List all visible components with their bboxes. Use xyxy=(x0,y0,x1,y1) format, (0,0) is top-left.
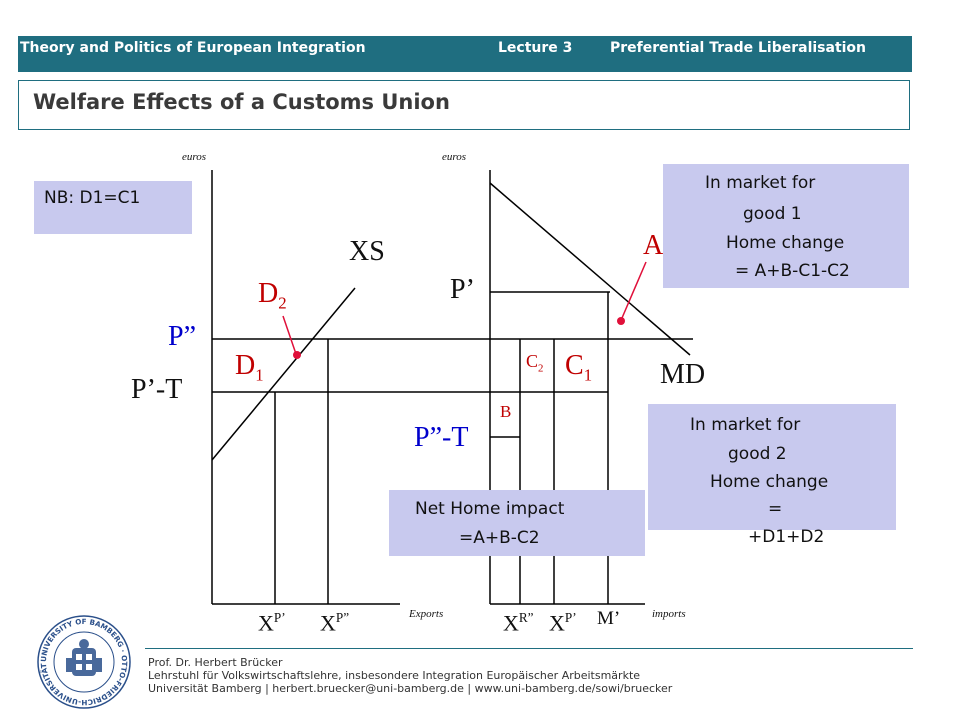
xp1-tick: XP’ xyxy=(258,610,286,636)
p2t-label: P”-T xyxy=(414,422,469,453)
header-lecture: Lecture 3 xyxy=(498,40,573,56)
header-topic: Preferential Trade Liberalisation xyxy=(610,40,867,56)
left-x-axis-label: Exports xyxy=(409,608,444,620)
a-pointer xyxy=(621,261,647,319)
footer: Prof. Dr. Herbert Brücker Lehrstuhl für … xyxy=(148,656,672,696)
footer-name: Prof. Dr. Herbert Brücker xyxy=(148,656,283,669)
md-curve xyxy=(489,182,691,356)
market2-line1: In market for xyxy=(690,415,801,435)
xp2-tick: XP” xyxy=(320,610,350,636)
market2-line2: good 2 xyxy=(728,444,787,464)
market1-line1: In market for xyxy=(705,173,816,193)
p1t-label: P’-T xyxy=(131,374,183,405)
p2-label: P” xyxy=(168,321,196,352)
market2-line5: +D1+D2 xyxy=(748,527,825,547)
md-label: MD xyxy=(660,359,706,390)
c2-area-label: C2 xyxy=(526,351,544,375)
market2-line3: Home change xyxy=(710,472,829,492)
xs-curve xyxy=(211,287,356,461)
right-x-axis-label: imports xyxy=(652,608,686,620)
footer-chair: Lehrstuhl für Volkswirtschaftslehre, ins… xyxy=(148,669,641,683)
net-impact-line1: Net Home impact xyxy=(415,499,565,519)
d2-area-label: D2 xyxy=(258,278,287,313)
b-area-label: B xyxy=(500,402,512,421)
title-box: Welfare Effects of a Customs Union xyxy=(18,80,910,130)
left-axis-label: euros xyxy=(182,151,207,163)
xs-label: XS xyxy=(349,236,385,267)
m-tick: M’ xyxy=(597,608,621,629)
footer-contact: Universität Bamberg | herbert.bruecker@u… xyxy=(148,682,673,696)
market2-box: In market for good 2 Home change = +D1+D… xyxy=(648,404,896,547)
d2-pointer xyxy=(282,315,297,355)
net-impact-line2: =A+B-C2 xyxy=(459,528,540,548)
right-axis-label: euros xyxy=(442,151,467,163)
a-area-label: A xyxy=(643,230,664,261)
d1-area-label: D1 xyxy=(235,350,264,385)
note-text: NB: D1=C1 xyxy=(44,188,141,208)
xr-tick: XR” xyxy=(503,610,534,636)
c1-area-label: C1 xyxy=(565,350,593,385)
market1-line3: Home change xyxy=(726,233,845,253)
market1-line4: = A+B-C1-C2 xyxy=(735,261,850,281)
header-course: Theory and Politics of European Integrat… xyxy=(20,40,366,56)
xp-right-tick: XP’ xyxy=(549,610,577,636)
net-impact-box: Net Home impact =A+B-C2 xyxy=(389,490,645,556)
market1-box: In market for good 1 Home change = A+B-C… xyxy=(663,164,909,288)
a-pointer-dot xyxy=(617,317,625,325)
footer-divider xyxy=(145,648,913,649)
slide-title: Welfare Effects of a Customs Union xyxy=(33,90,450,114)
note-box: NB: D1=C1 xyxy=(34,181,192,234)
d2-pointer-dot xyxy=(293,351,301,359)
university-seal: UNIVERSITY OF BAMBERG · OTTO-FRIEDRICH-U… xyxy=(36,614,131,709)
header-bar: Theory and Politics of European Integrat… xyxy=(18,36,912,72)
market2-line4: = xyxy=(768,499,783,519)
market1-line2: good 1 xyxy=(743,204,802,224)
p1-label: P’ xyxy=(450,274,475,305)
